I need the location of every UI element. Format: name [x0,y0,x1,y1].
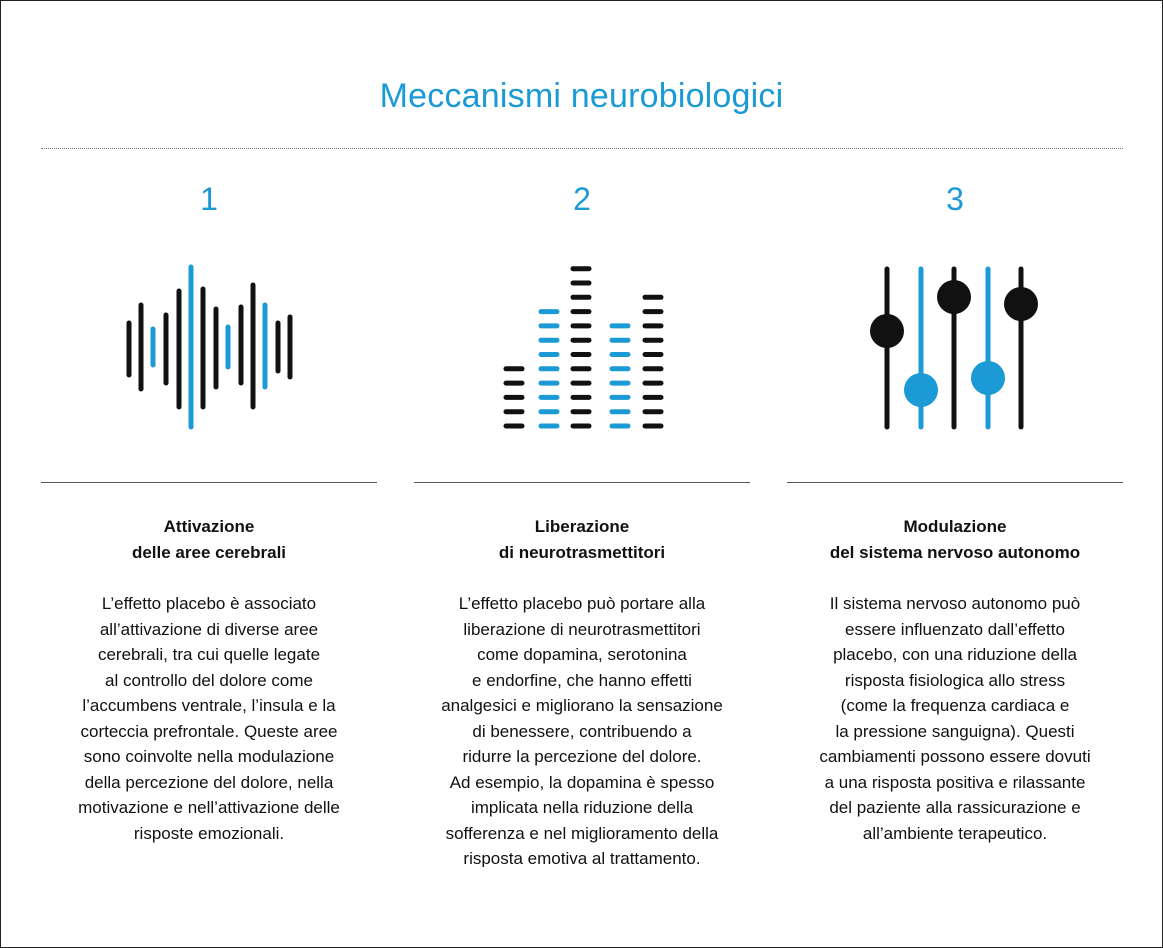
column-neurotransmitters: 2 Liberazione di neurotrasmettitori L’ef… [414,1,750,947]
step-number: 2 [573,181,591,217]
step-number: 3 [946,181,964,217]
column-divider [41,482,377,483]
column-brain-activation: 1 Attivazione delle aree cer [41,1,377,947]
column-body: L’effetto placebo è associato all’attiva… [78,594,340,843]
column-autonomic-system: 3 Modulazione del sistema nervoso autono… [787,1,1123,947]
step-number: 1 [200,181,218,217]
column-divider [414,482,750,483]
column-heading: Attivazione delle aree cerebrali [131,517,287,562]
equalizer-bars-icon [503,266,664,429]
column-body: L’effetto placebo può portare alla liber… [441,594,723,867]
mixer-sliders-icon [870,266,1038,430]
column-body: Il sistema nervoso autonomo può essere i… [819,594,1091,843]
dotted-divider [41,148,1123,149]
column-heading: Modulazione del sistema nervoso autonomo [829,517,1081,562]
page-title: Meccanismi neurobiologici [379,77,784,115]
column-heading: Liberazione di neurotrasmettitori [498,517,666,562]
column-divider [787,482,1123,483]
sound-wave-icon [126,264,293,430]
